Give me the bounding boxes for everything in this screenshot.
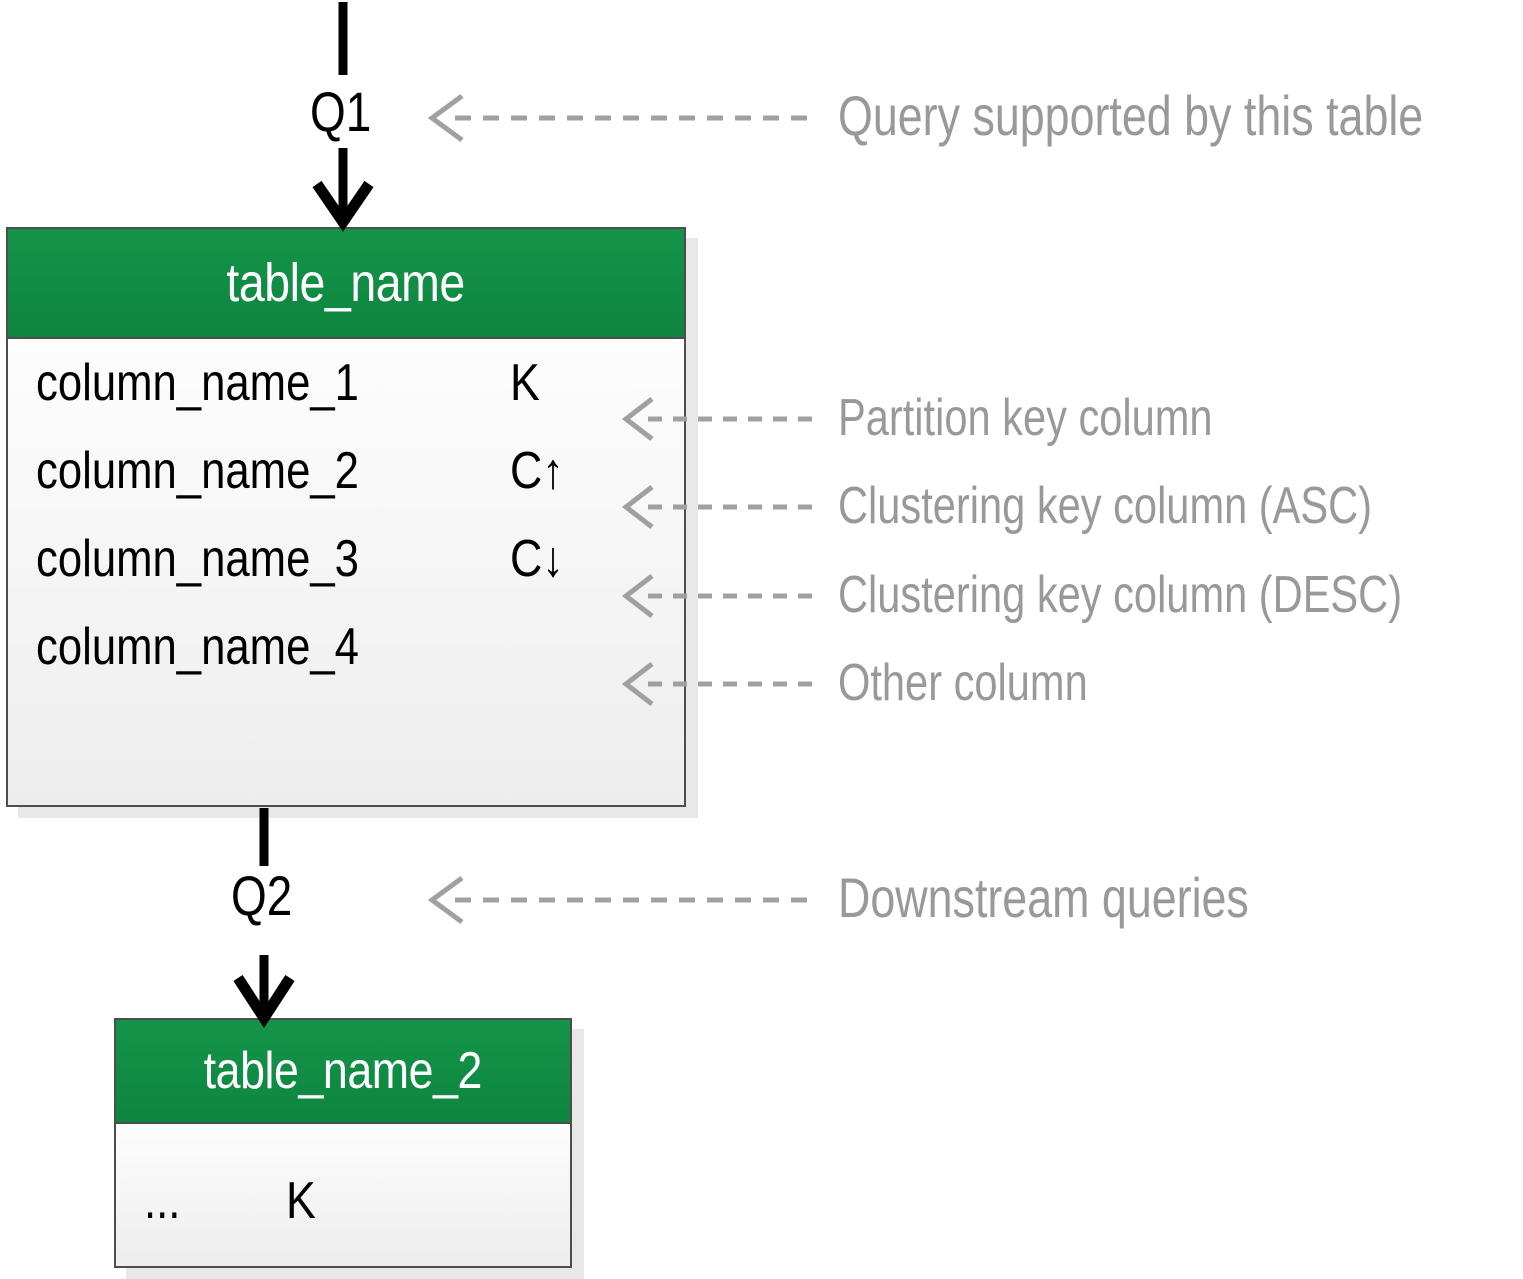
table-row[interactable]: column_name_2 C ↑ (8, 427, 684, 515)
key-marker-letter: K (510, 354, 540, 412)
annotation-partition-key-column: Partition key column (838, 389, 1213, 447)
annotation-query-supported: Query supported by this table (838, 84, 1424, 147)
dashed-left-arrow-icon-downstream (427, 875, 815, 925)
column-name: column_name_4 (36, 618, 359, 676)
key-marker: C ↑ (510, 441, 564, 501)
main-table-header: table_name (8, 229, 684, 339)
main-table-body: column_name_1 K column_name_2 C ↑ column… (8, 339, 684, 805)
table-row[interactable]: column_name_4 (8, 603, 684, 691)
dashed-left-arrow-icon-query-supported (427, 93, 815, 143)
query-label-q1: Q1 (310, 80, 372, 143)
column-name: column_name_3 (36, 530, 359, 588)
main-table-name: table_name (226, 253, 466, 313)
solid-down-arrow-icon-q2 (233, 955, 295, 1029)
second-table-name: table_name_2 (203, 1042, 483, 1100)
second-table-body: ... K (116, 1124, 570, 1266)
key-marker: K (286, 1171, 316, 1231)
query-label-q2: Q2 (231, 864, 293, 927)
annotation-downstream-queries: Downstream queries (838, 866, 1249, 929)
annotation-clustering-key-desc: Clustering key column (DESC) (838, 566, 1403, 624)
key-marker-letter: C (510, 442, 543, 500)
key-marker-letter: K (286, 1172, 316, 1230)
annotation-other-column: Other column (838, 654, 1088, 712)
second-table-card[interactable]: table_name_2 ... K (114, 1018, 572, 1268)
table-row[interactable]: column_name_3 C ↓ (8, 515, 684, 603)
column-name: column_name_2 (36, 442, 359, 500)
column-name: column_name_1 (36, 354, 359, 412)
annotation-clustering-key-asc: Clustering key column (ASC) (838, 477, 1373, 535)
arrow-down-icon: ↓ (542, 531, 564, 587)
column-name: ... (144, 1172, 181, 1230)
table-row[interactable]: column_name_1 K (8, 339, 684, 427)
key-marker-letter: C (510, 530, 543, 588)
key-marker: K (510, 353, 540, 413)
key-marker: C ↓ (510, 529, 564, 589)
arrow-up-icon: ↑ (542, 443, 564, 499)
second-table-header: table_name_2 (116, 1020, 570, 1124)
main-table-card[interactable]: table_name column_name_1 K column_name_2… (6, 227, 686, 807)
table-row[interactable]: ... K (116, 1158, 570, 1244)
solid-down-arrow-icon-q1 (312, 148, 374, 232)
